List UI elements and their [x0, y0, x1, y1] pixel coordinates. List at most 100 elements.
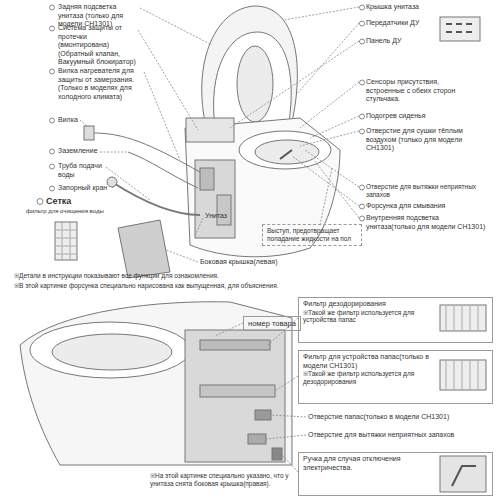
lower-leader-lines [215, 318, 306, 472]
part-label: Боковая крышка(левая) [200, 258, 295, 267]
leader-line [275, 376, 298, 391]
pump-block [217, 195, 231, 225]
leader-line [195, 218, 203, 236]
part-label: Сенсоры присутствия, встроенные с обеих … [366, 78, 478, 104]
side-opening [195, 160, 235, 238]
handle-shape [452, 466, 476, 486]
callout-box: Ручка для случая отключения электричеств… [298, 452, 493, 496]
leader-line [320, 168, 332, 225]
bullets [37, 5, 365, 221]
leader-line [300, 131, 359, 146]
part-label: Вилка [58, 116, 98, 125]
leader-line [282, 455, 298, 472]
part-label: Отверстие для сушки тёплым воздухом (тол… [366, 127, 474, 153]
toilet-top-view [55, 6, 480, 278]
bullet [50, 5, 55, 10]
box-title: номер товара [248, 319, 297, 328]
part-label: Вилка нагревателя для защиты от замерзан… [58, 67, 144, 101]
filter-picture [440, 305, 486, 331]
leader-line [144, 72, 180, 160]
papas-hole [255, 410, 271, 420]
callout-box: Фильтр дезодорирования※Такой же фильтр и… [298, 297, 493, 343]
leader-line [296, 23, 359, 95]
part-label: Заземление [58, 147, 108, 156]
filter-hatch [446, 360, 478, 390]
emergency-handle [272, 448, 282, 460]
bullet [360, 5, 365, 10]
part-label: Отверстие для вытяжки неприятных запахов [308, 431, 493, 440]
leader-line [300, 82, 359, 128]
bullet [50, 69, 55, 74]
leader-line [100, 152, 128, 153]
deodorizing-filter-slot [200, 340, 270, 350]
leader-line [166, 250, 198, 262]
box-title: Фильтр дезодорирования [303, 300, 434, 309]
part-label: Форсунка для смывания [366, 202, 496, 211]
bullet [360, 21, 365, 26]
leader-line [284, 7, 359, 20]
odor-hole [248, 434, 266, 444]
bullet [360, 129, 365, 134]
ground-wire [128, 152, 198, 188]
leader-line [80, 120, 88, 127]
side-cutaway [185, 330, 285, 462]
part-label: Система защиты от протечки (вмонтирована… [58, 24, 138, 67]
part-label: Подогрев сиденья [366, 112, 491, 121]
leader-line [292, 156, 359, 206]
bullet [50, 26, 55, 31]
box-title: Фильтр для устройства папас(только в мод… [303, 353, 434, 370]
note-text: ※На этой картинке специально указано, чт… [150, 472, 295, 488]
bullet [37, 199, 43, 205]
box-title: Выступ, предотвращает попадание жидкости… [267, 227, 358, 243]
bullet [50, 118, 55, 123]
toilet-seat [214, 32, 292, 128]
filter-picture [440, 360, 486, 390]
papas-filter-slot [200, 385, 275, 397]
box-note: ※Такой же фильтр используется для дезодо… [303, 370, 434, 386]
bullet [360, 204, 365, 209]
part-label: Отверстие для вытяжки неприятных запахов [366, 183, 498, 199]
bowl-inner [52, 334, 172, 370]
note-text: ※В этой картинке форсунка специально нар… [14, 282, 486, 290]
part-label: Отверстие папас(только в модели CH1301) [308, 413, 493, 422]
part-label: Передатчики ДУ [366, 19, 436, 28]
handle-picture [440, 456, 486, 492]
water-pipe [112, 182, 200, 215]
stop-valve [107, 177, 117, 187]
leader-line [314, 160, 359, 218]
filter-hatch [446, 305, 478, 331]
valve-block [200, 168, 214, 190]
bullet [360, 114, 365, 119]
part-label: Сетка [46, 196, 86, 207]
part-note: фильтр для очищения воды [26, 208, 136, 215]
part-label: Труба подачи воды [58, 162, 108, 179]
seat-opening [237, 46, 273, 122]
note-text: ※Детали в инструкции показывают все функ… [14, 272, 486, 280]
leader-line [106, 167, 150, 200]
mesh-lines [55, 222, 77, 260]
part-label: Запорный кран [58, 184, 118, 193]
box-note: ※Такой же фильтр используется для устрой… [303, 309, 434, 325]
bullet [50, 164, 55, 169]
bullet [360, 216, 365, 221]
power-cord [94, 133, 200, 172]
mesh-filter [55, 222, 77, 260]
part-label: Внутренняя подсветка унитаза(только для … [366, 214, 488, 231]
leader-line [271, 415, 306, 417]
part-label: Панель ДУ [366, 37, 436, 46]
toilet-lower-view [20, 302, 486, 492]
box-title: Ручка для случая отключения электричеств… [303, 455, 434, 472]
part-number-box: номер товара [243, 316, 301, 331]
toilet-bowl [30, 322, 190, 378]
leader-line [310, 116, 359, 138]
toilet-bowl [239, 131, 331, 169]
bowl-inner [255, 140, 319, 164]
plug [84, 126, 94, 140]
bullet [50, 149, 55, 154]
leader-line [215, 323, 243, 336]
bullet [360, 39, 365, 44]
bullet [360, 185, 365, 190]
bullet [50, 186, 55, 191]
